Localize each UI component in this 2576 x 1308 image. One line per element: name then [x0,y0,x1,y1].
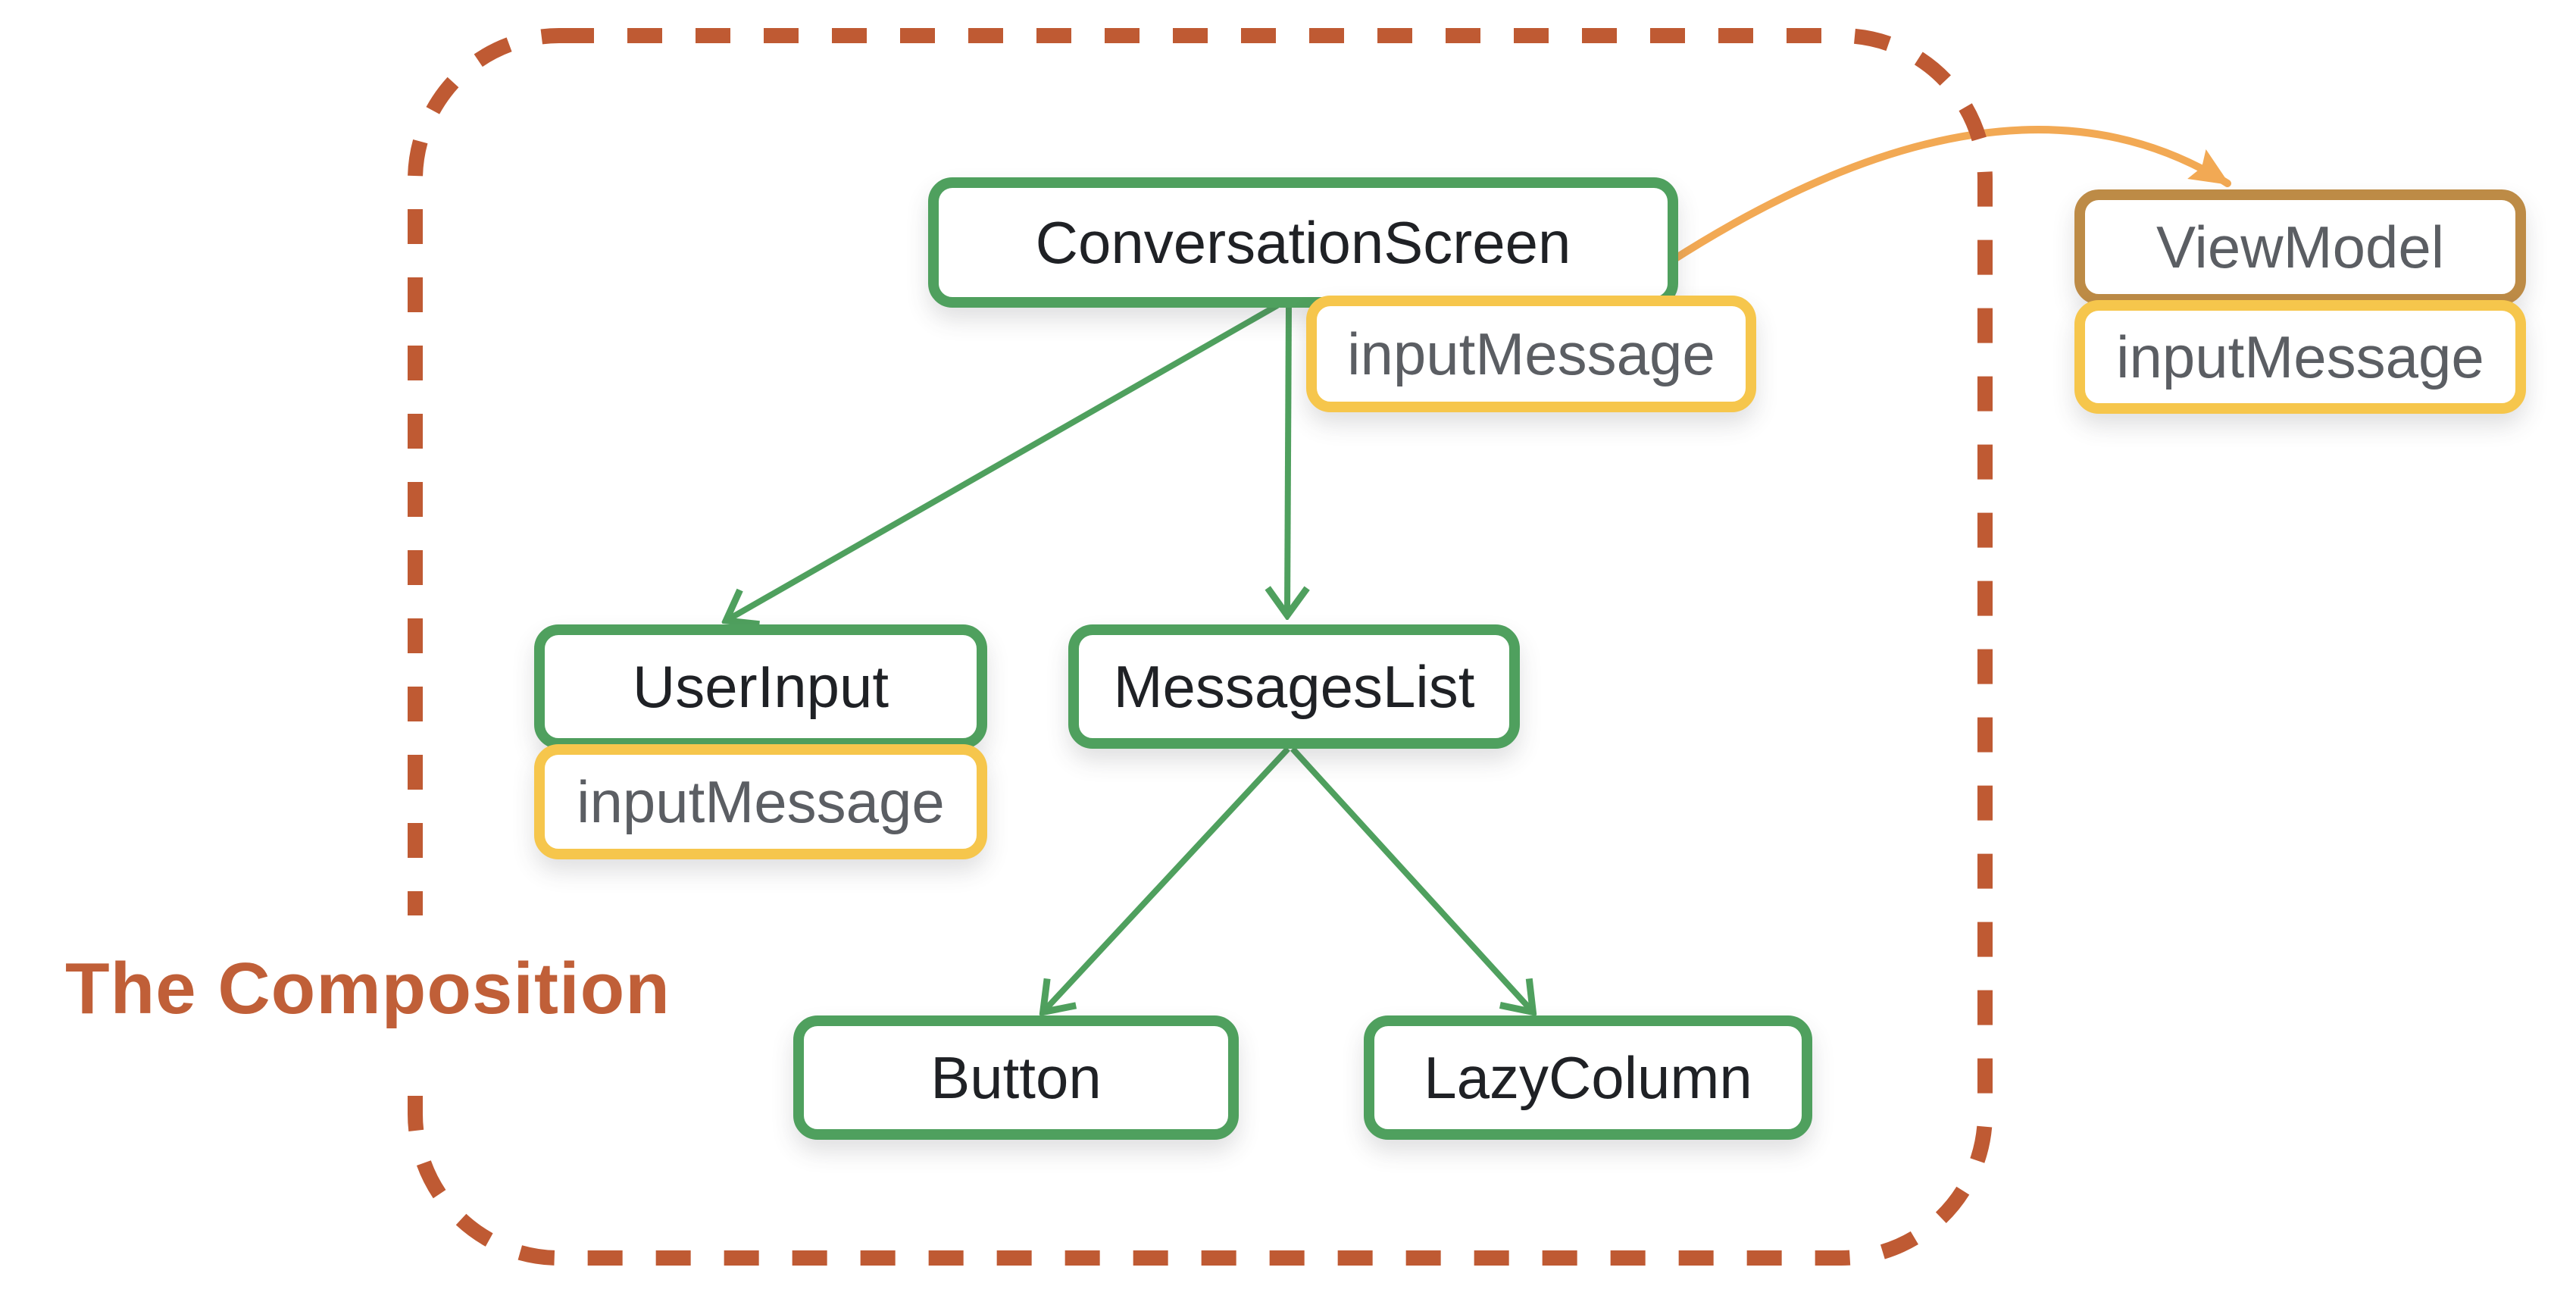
node-messages-list-label: MessagesList [1113,652,1475,720]
node-lazy-column-label: LazyColumn [1424,1044,1752,1111]
state-badge-user-input-label: inputMessage [577,768,945,835]
node-conversation-screen: ConversationScreen [928,177,1678,308]
edge-conversationscreen-to-userinput-arrow [727,302,1279,620]
edge-messageslist-to-button-arrow [1044,746,1290,1011]
node-button-label: Button [930,1044,1102,1111]
node-user-input-label: UserInput [632,652,889,720]
node-conversation-screen-label: ConversationScreen [1035,208,1571,276]
edge-messageslist-to-lazycolumn-arrow [1290,746,1532,1011]
node-view-model: ViewModel [2074,189,2526,305]
node-user-input: UserInput [534,624,987,749]
node-view-model-label: ViewModel [2156,213,2445,280]
state-badge-view-model: inputMessage [2074,300,2526,414]
node-button: Button [793,1015,1239,1140]
node-lazy-column: LazyColumn [1364,1015,1812,1140]
state-badge-user-input: inputMessage [534,744,987,859]
state-badge-conversation-screen-label: inputMessage [1347,320,1715,387]
composition-boundary-dashed-border [408,28,1993,1266]
state-badge-view-model-label: inputMessage [2116,323,2484,390]
node-messages-list: MessagesList [1068,624,1520,749]
edge-conversationscreen-to-messageslist-arrow [1287,305,1289,614]
state-badge-conversation-screen: inputMessage [1306,296,1756,412]
composition-title: The Composition [44,915,692,1062]
